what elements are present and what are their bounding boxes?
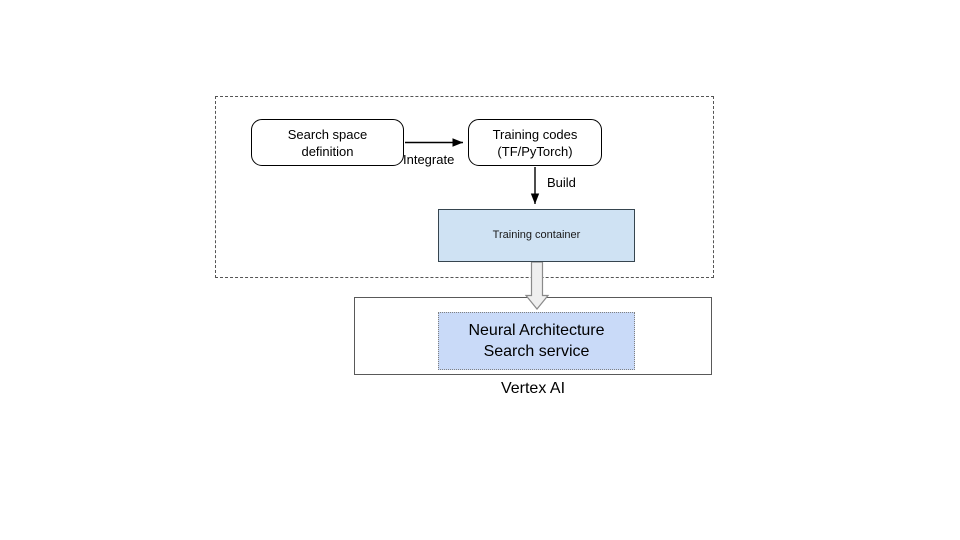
- node-training-container[interactable]: Training container: [438, 209, 635, 262]
- node-neural-architecture-search-service-label: Neural Architecture Search service: [468, 322, 605, 360]
- edge-label-integrate: Integrate: [403, 152, 455, 167]
- vertex-ai-label: Vertex AI: [500, 380, 566, 397]
- node-search-space-definition-label: Search space definition: [287, 126, 368, 159]
- edge-label-build: Build: [547, 175, 576, 190]
- node-training-container-label: Training container: [492, 229, 581, 241]
- node-training-codes[interactable]: Training codes (TF/PyTorch): [468, 119, 602, 166]
- user-workflow-dashed-region: [215, 96, 714, 278]
- node-search-space-definition[interactable]: Search space definition: [251, 119, 404, 166]
- node-neural-architecture-search-service[interactable]: Neural Architecture Search service: [438, 312, 635, 370]
- node-training-codes-label: Training codes (TF/PyTorch): [492, 126, 578, 159]
